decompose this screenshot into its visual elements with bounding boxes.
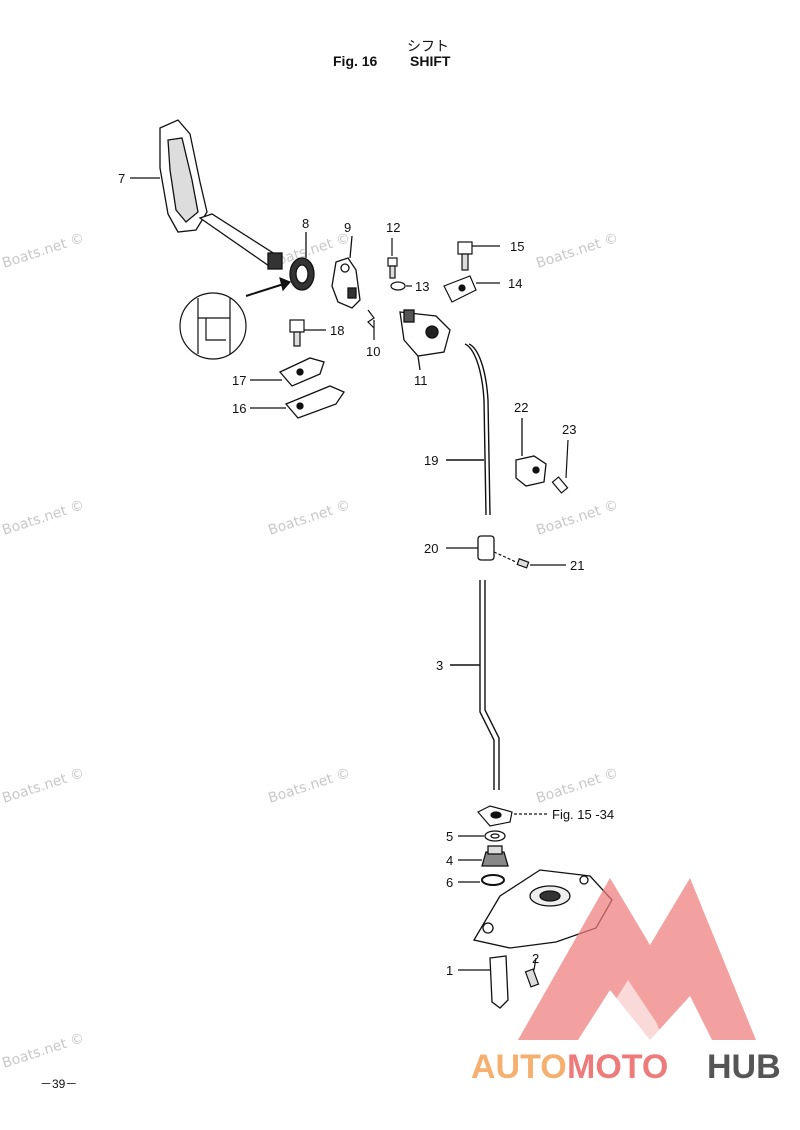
- part-pin-2: [524, 957, 540, 988]
- callout-12: 12: [386, 220, 400, 235]
- callout-10: 10: [366, 344, 380, 359]
- callout-3: 3: [436, 658, 443, 673]
- part-arm: [331, 235, 361, 309]
- callout-21: 21: [570, 558, 584, 573]
- figure-title: SHIFT: [410, 53, 451, 69]
- part-connector-block: [515, 418, 547, 487]
- part-seal: [289, 232, 315, 291]
- callout-2: 2: [532, 951, 539, 966]
- callout-8: 8: [302, 216, 309, 231]
- callout-18: 18: [330, 323, 344, 338]
- watermark: Boats.net ©: [534, 765, 620, 807]
- part-coupler: [446, 535, 495, 561]
- callout-22: 22: [514, 400, 528, 415]
- callout-labels: 7 8 9 12 15 13 14 18 10 11 17 16 22 23 1…: [118, 171, 614, 978]
- brand-logo-icon: [518, 878, 756, 1040]
- callout-9: 9: [344, 220, 351, 235]
- part-washer-5: [458, 830, 506, 842]
- callout-14: 14: [508, 276, 522, 291]
- part-shift-rod: [450, 580, 500, 790]
- watermark: Boats.net ©: [534, 230, 620, 272]
- part-bushing: [458, 845, 509, 867]
- part-oring: [458, 874, 505, 886]
- part-bracket-lower: [250, 385, 345, 419]
- part-bracket-upper: [250, 357, 325, 387]
- callout-1: 1: [446, 963, 453, 978]
- callout-7: 7: [118, 171, 125, 186]
- part-bolt: [457, 241, 500, 271]
- callout-4: 4: [446, 853, 453, 868]
- callout-17: 17: [232, 373, 246, 388]
- watermark: Boats.net ©: [0, 765, 86, 807]
- part-washer: [390, 281, 412, 291]
- watermark: Boats.net ©: [0, 1030, 86, 1072]
- callout-23: 23: [562, 422, 576, 437]
- part-set-screw: [551, 439, 569, 494]
- part-shift-cam: [458, 955, 509, 1009]
- callout-19: 19: [424, 453, 438, 468]
- figure-title-jp: シフト: [407, 39, 449, 55]
- callout-15: 15: [510, 239, 524, 254]
- part-clip: [367, 309, 375, 340]
- watermark: Boats.net ©: [266, 497, 352, 539]
- watermark: Boats.net ©: [266, 765, 352, 807]
- part-shift-block: [399, 309, 451, 371]
- page-number: －39－: [40, 1077, 78, 1091]
- brand-moto: MOTO: [567, 1048, 668, 1086]
- watermark: Boats.net ©: [0, 230, 86, 272]
- part-shift-lever: [130, 119, 283, 270]
- part-pin: [493, 551, 566, 569]
- brand-logo: AUTO MOTO HUB: [471, 878, 781, 1086]
- figure-number: Fig. 16: [333, 53, 378, 69]
- watermark: Boats.net ©: [534, 497, 620, 539]
- callout-6: 6: [446, 875, 453, 890]
- callout-16: 16: [232, 401, 246, 416]
- part-screw: [387, 238, 398, 279]
- callout-fig-reference: Fig. 15 -34: [552, 807, 614, 822]
- callout-5: 5: [446, 829, 453, 844]
- part-bolt-small: [289, 319, 326, 347]
- brand-auto: AUTO: [471, 1048, 567, 1086]
- callout-11: 11: [414, 373, 428, 388]
- part-upper-rod: [446, 343, 491, 516]
- detail-inset: [179, 277, 292, 360]
- callout-13: 13: [415, 279, 429, 294]
- ref-gasket: [477, 805, 548, 827]
- brand-hub: HUB: [707, 1048, 781, 1086]
- watermark: Boats.net ©: [0, 497, 86, 539]
- part-plate: [443, 275, 500, 303]
- callout-20: 20: [424, 541, 438, 556]
- part-housing: [472, 869, 613, 949]
